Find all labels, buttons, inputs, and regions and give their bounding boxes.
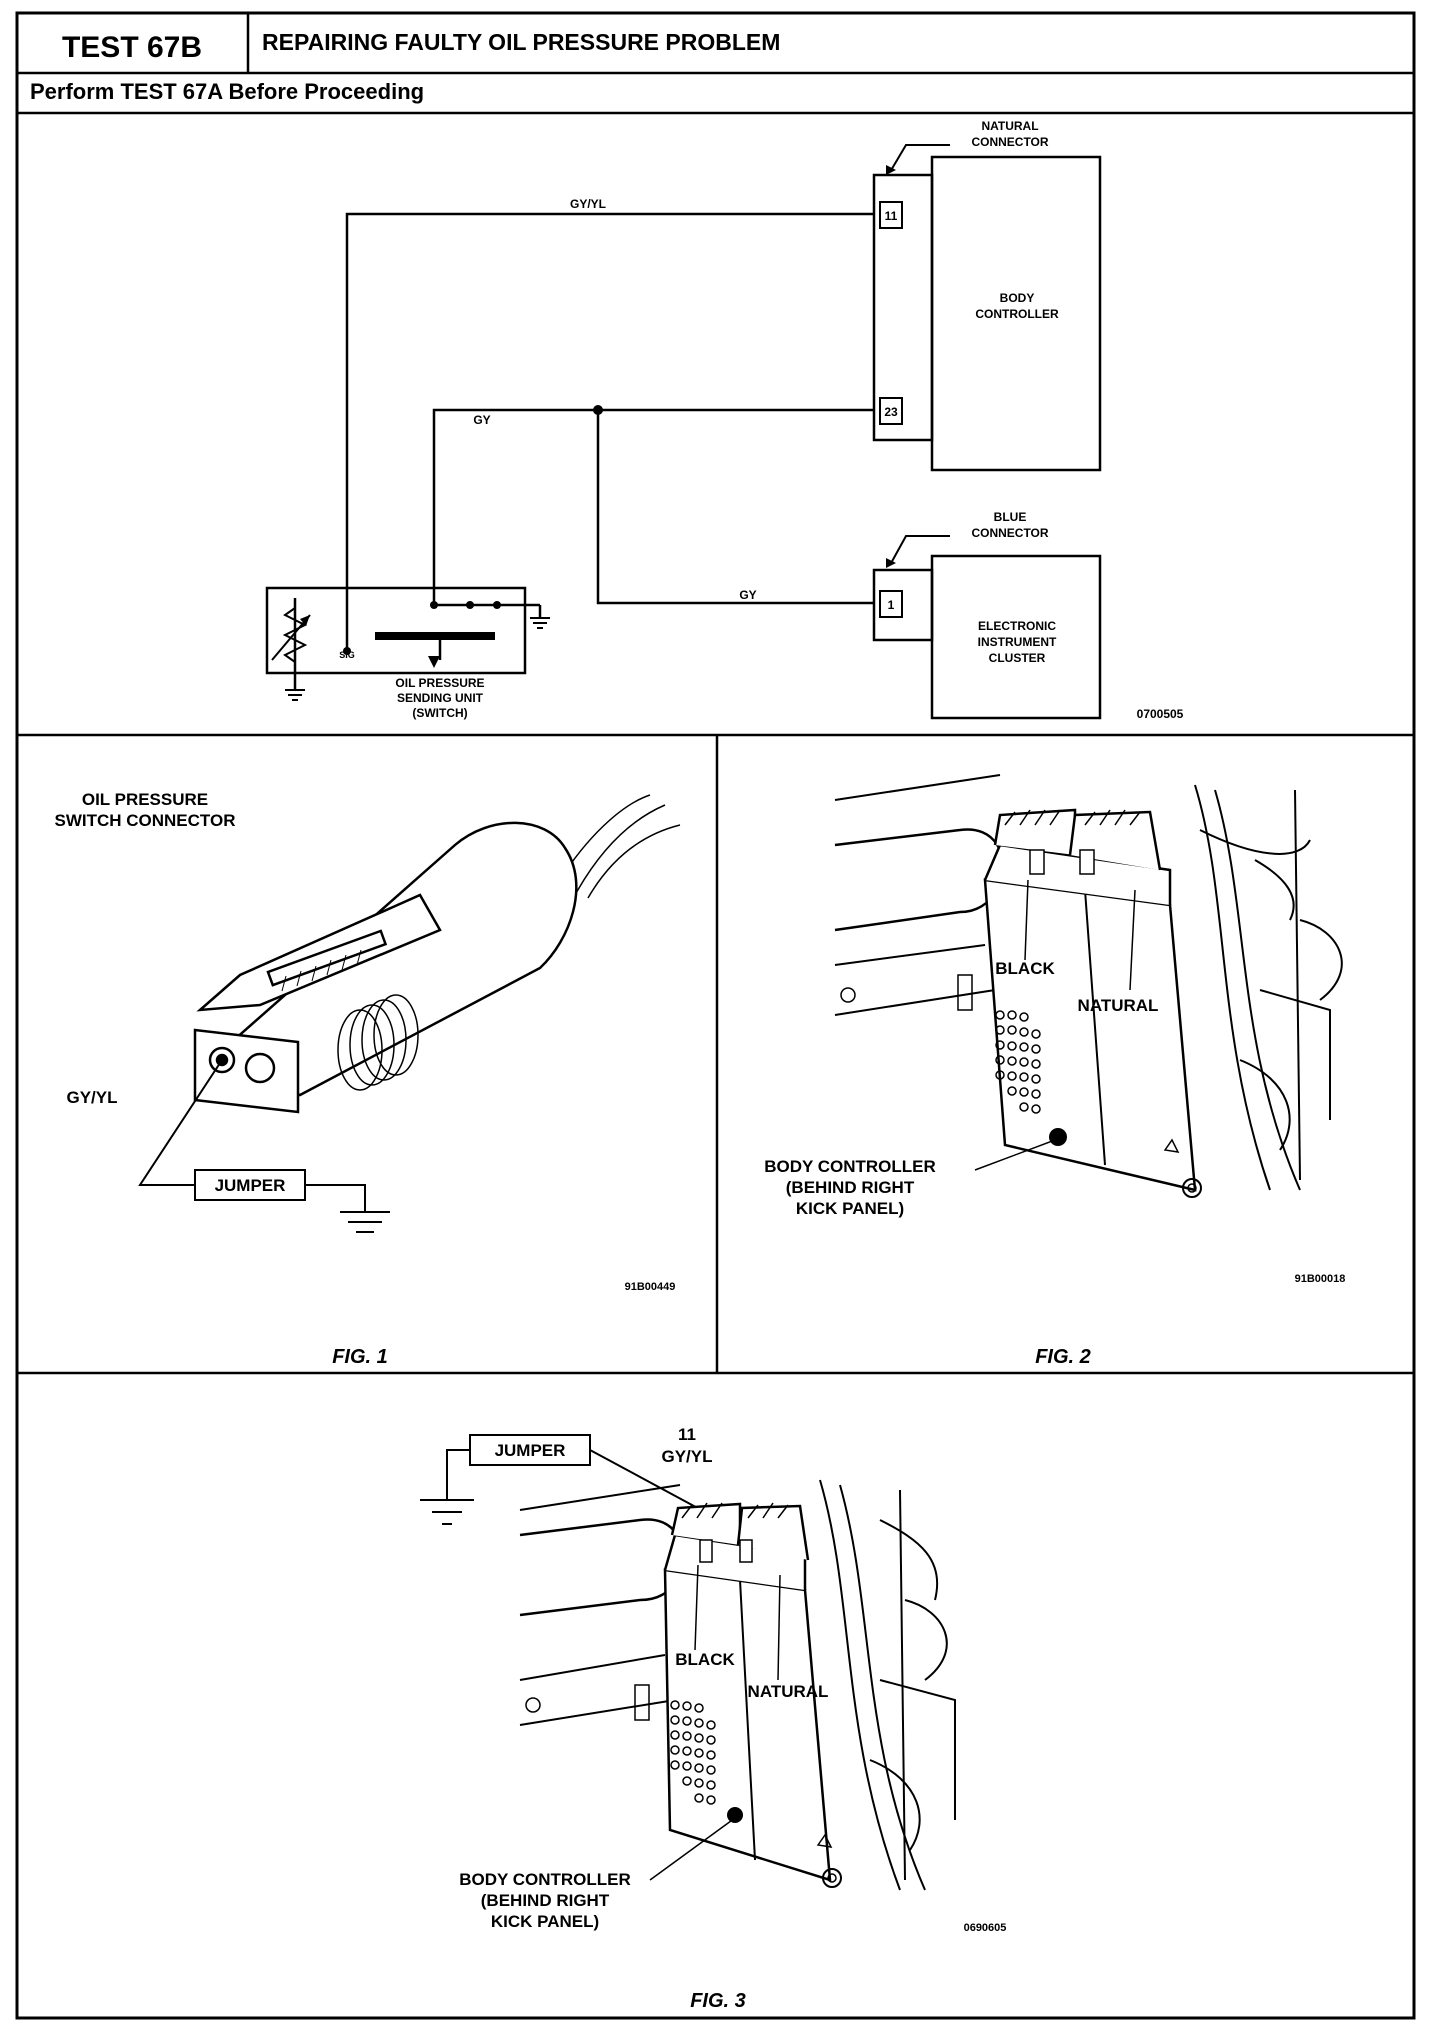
connector-color-label: NATURAL: [1078, 996, 1159, 1015]
body-controller-locator-dot: [727, 1807, 743, 1823]
fig3-vent-holes: [670, 1700, 716, 1805]
fig2-vent-holes: [995, 1010, 1041, 1114]
natural-connector-label: CONNECTOR: [971, 135, 1048, 149]
wire-color-label: GY/YL: [661, 1447, 712, 1466]
natural-connector-label: NATURAL: [981, 119, 1038, 133]
fig2-caption: FIG. 2: [1035, 1346, 1091, 1368]
figure-code: 91B00018: [1295, 1273, 1346, 1285]
blue-connector-label: CONNECTOR: [971, 526, 1048, 540]
body-controller-label: BODY: [1000, 291, 1035, 305]
cluster-label: ELECTRONIC: [978, 619, 1056, 633]
jumper-label: JUMPER: [215, 1176, 286, 1195]
fig3-caption: FIG. 3: [690, 1990, 746, 2012]
pin-number: 11: [885, 209, 898, 223]
body-controller-locator-dot: [1049, 1128, 1067, 1146]
figure-code: 91B00449: [625, 1281, 676, 1293]
connector-color-label: BLACK: [675, 1650, 735, 1669]
wiring-schematic: [265, 144, 1102, 720]
pin-number: 1: [888, 598, 895, 612]
body-controller-label: KICK PANEL): [796, 1199, 904, 1218]
wire-color-label: GY/YL: [66, 1088, 117, 1107]
page-title: REPAIRING FAULTY OIL PRESSURE PROBLEM: [262, 29, 780, 55]
body-controller-label: (BEHIND RIGHT: [786, 1178, 915, 1197]
blue-connector-label: BLUE: [994, 510, 1027, 524]
terminal-label: SIG: [339, 650, 355, 660]
fig1-connector-illustration: [193, 794, 681, 1114]
wire-color-label: GY: [739, 588, 756, 602]
body-controller-label: CONTROLLER: [975, 307, 1059, 321]
cluster-label: INSTRUMENT: [978, 635, 1057, 649]
figure-code: 0690605: [964, 1922, 1007, 1934]
wire-color-label: GY/YL: [570, 197, 606, 211]
test-id: TEST 67B: [62, 31, 202, 64]
sending-unit-label: (SWITCH): [412, 706, 467, 720]
fig1-caption: FIG. 1: [332, 1346, 388, 1368]
page-frame: [15, 11, 1416, 2020]
fig2-body-controller-illustration: [834, 774, 1343, 1198]
body-controller-label: BODY CONTROLLER: [764, 1157, 936, 1176]
fig1-title: SWITCH CONNECTOR: [54, 811, 235, 830]
body-controller-label: (BEHIND RIGHT: [481, 1891, 610, 1910]
pin-number: 23: [884, 405, 898, 419]
fig1-title: OIL PRESSURE: [82, 790, 208, 809]
cluster-label: CLUSTER: [989, 651, 1046, 665]
jumper-label: JUMPER: [495, 1441, 566, 1460]
page-subtitle: Perform TEST 67A Before Proceeding: [30, 79, 424, 104]
connector-color-label: BLACK: [995, 959, 1055, 978]
body-controller-label: BODY CONTROLLER: [459, 1870, 631, 1889]
sending-unit-label: OIL PRESSURE: [395, 676, 484, 690]
connector-color-label: NATURAL: [748, 1682, 829, 1701]
pin-number: 11: [678, 1425, 696, 1444]
arrowhead-icon: [886, 165, 896, 175]
arrowhead-icon: [886, 558, 896, 568]
body-controller-label: KICK PANEL): [491, 1912, 599, 1931]
wire-color-label: GY: [473, 413, 490, 427]
figure-code: 0700505: [1137, 707, 1184, 721]
sending-unit-label: SENDING UNIT: [397, 691, 484, 705]
fig3-body-controller-illustration: [420, 1434, 956, 1891]
